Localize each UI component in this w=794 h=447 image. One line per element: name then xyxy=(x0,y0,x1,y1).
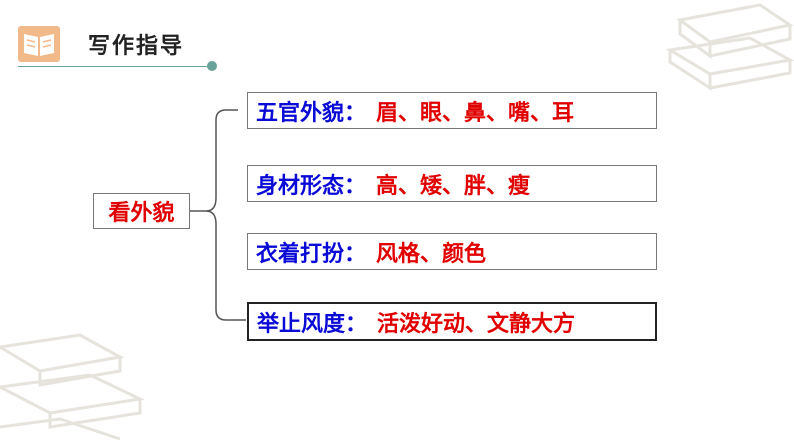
open-book-icon xyxy=(18,26,60,62)
branch-facial-features: 五官外貌： 眉、眼、鼻、嘴、耳 xyxy=(247,92,657,129)
branch-label: 身材形态： xyxy=(256,173,367,199)
book-stack-icon xyxy=(665,3,794,91)
branch-value: 风格、颜色 xyxy=(376,241,487,267)
header-divider-dot xyxy=(207,61,217,71)
branch-manner: 举止风度： 活泼好动、文静大方 xyxy=(247,302,657,341)
root-node: 看外貌 xyxy=(93,193,190,229)
header-divider xyxy=(18,66,212,67)
branch-value: 眉、眼、鼻、嘴、耳 xyxy=(376,100,575,126)
branch-label: 举止风度： xyxy=(257,311,368,337)
mindmap-connector xyxy=(190,109,246,321)
branch-clothing: 衣着打扮： 风格、颜色 xyxy=(247,233,657,270)
branch-label: 五官外貌： xyxy=(256,100,367,126)
branch-body-shape: 身材形态： 高、矮、胖、瘦 xyxy=(247,165,657,202)
branch-label: 衣着打扮： xyxy=(256,241,367,267)
branch-value: 高、矮、胖、瘦 xyxy=(376,173,531,199)
branch-value: 活泼好动、文静大方 xyxy=(377,311,576,337)
book-stack-icon xyxy=(0,333,146,441)
page-title: 写作指导 xyxy=(88,34,185,59)
